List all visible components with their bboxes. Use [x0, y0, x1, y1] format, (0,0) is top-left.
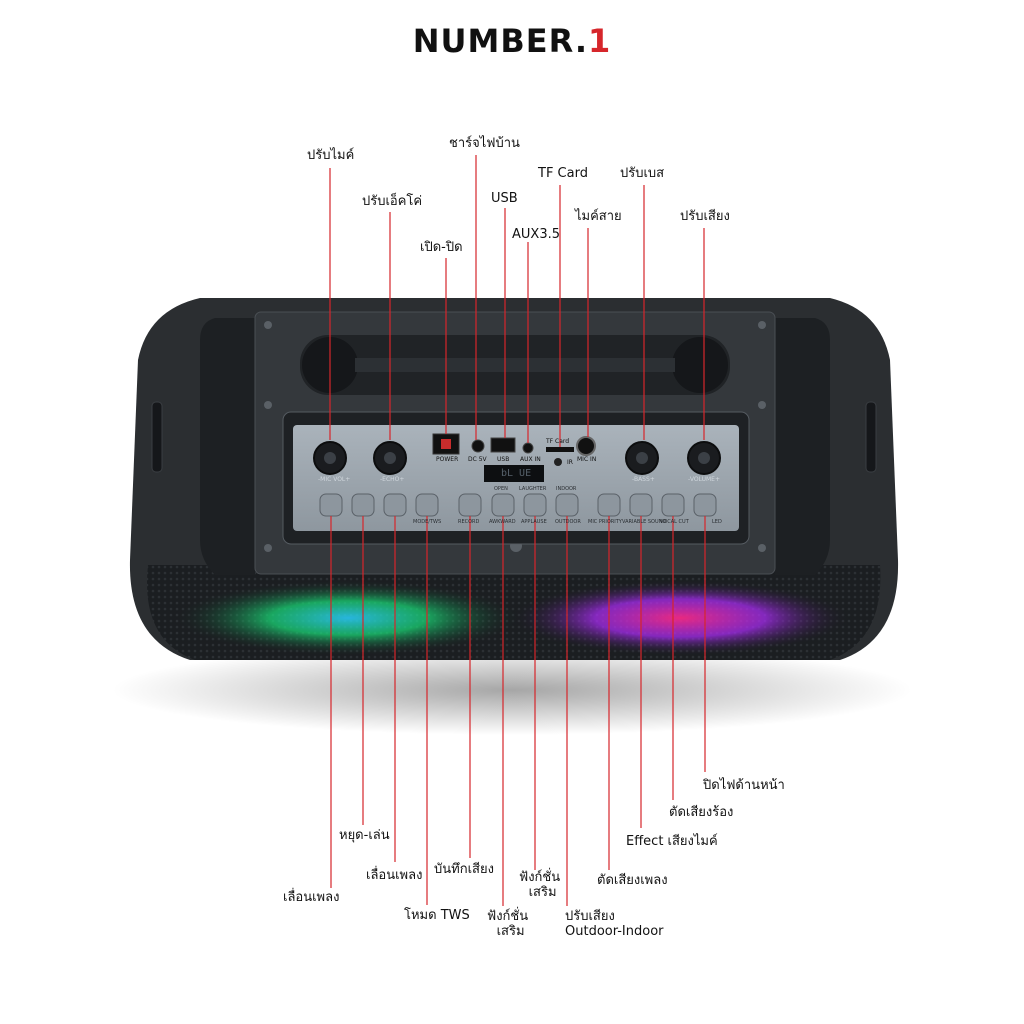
side-recess-right	[775, 318, 830, 575]
label-laughter: LAUGHTER	[519, 486, 547, 492]
callout-play-pause: หยุด-เล่น	[339, 828, 390, 843]
usb-port[interactable]	[490, 437, 516, 453]
callout-bass: ปรับเบส	[620, 166, 665, 181]
callout-mic-priority: ตัดเสียงเพลง	[597, 873, 668, 888]
label-awkward: AWKWARD	[489, 519, 516, 525]
side-recess-left	[200, 318, 255, 575]
side-handle-left	[151, 401, 163, 473]
label-applause: APPLAUSE	[521, 519, 547, 525]
callout-mic-in: ไมค์สาย	[575, 209, 622, 224]
label-mic-in: MIC IN	[577, 456, 597, 463]
callout-mic-volume: ปรับไมค์	[307, 148, 355, 163]
label-outdoor: OUTDOOR	[555, 519, 581, 525]
callout-tf-card: TF Card	[538, 166, 588, 181]
callout-effect-b-line1: ฟังก์ชั่น	[487, 909, 529, 924]
callout-outdoor-indoor: ปรับเสียง Outdoor-Indoor	[565, 909, 664, 939]
callout-effect-a: ฟังก์ชั่น เสริม	[519, 870, 560, 900]
mic-in-port[interactable]	[576, 436, 596, 456]
label-open: OPEN	[494, 486, 508, 492]
label-led: LED	[712, 519, 722, 525]
callout-power: เปิด-ปิด	[420, 240, 463, 255]
dc-port[interactable]	[471, 439, 485, 453]
label-bass: -BASS+	[632, 476, 655, 483]
label-echo: -ECHO+	[380, 476, 405, 483]
power-switch-rocker	[441, 439, 451, 449]
callout-effect-a-line1: ฟังก์ชั่น	[519, 870, 561, 885]
side-handle-right	[865, 401, 877, 473]
callout-effect-a-line2: เสริม	[528, 885, 557, 900]
callout-record: บันทึกเสียง	[434, 862, 494, 877]
label-variable-sound: VARIABLE SOUND	[622, 519, 667, 525]
knob-bass[interactable]	[625, 441, 659, 475]
label-dc: DC 5V	[468, 456, 487, 463]
callout-vocal-cut: ตัดเสียงร้อง	[669, 805, 734, 820]
callout-echo: ปรับเอ็คโค่	[362, 194, 423, 209]
knob-volume[interactable]	[687, 441, 721, 475]
callout-usb: USB	[491, 191, 518, 206]
knob-echo[interactable]	[373, 441, 407, 475]
callout-mode-tws: โหมด TWS	[404, 908, 470, 923]
callout-effect-b: ฟังก์ชั่น เสริม	[487, 909, 528, 939]
label-usb: USB	[497, 456, 510, 463]
callout-aux: AUX3.5	[512, 227, 560, 242]
label-mic-priority: MIC PRIORITY	[588, 519, 622, 525]
label-mode-tws: MODE/TWS	[413, 519, 442, 525]
label-power: POWER	[436, 456, 459, 463]
leader-lines	[329, 155, 706, 906]
led-ring-left	[173, 580, 523, 656]
label-mic-vol: -MIC VOL+	[318, 476, 351, 483]
label-indoor: INDOOR	[556, 486, 577, 492]
brand-logo: NUMBER.1	[0, 22, 1024, 60]
callout-effect-b-line2: เสริม	[496, 924, 525, 939]
label-volume: -VOLUME+	[688, 476, 720, 483]
label-aux: AUX IN	[520, 456, 541, 463]
floor-shadow	[112, 645, 912, 735]
tf-card-slot[interactable]	[546, 447, 574, 452]
callout-prev: เลื่อนเพลง	[283, 890, 340, 905]
knob-mic-vol[interactable]	[313, 441, 347, 475]
label-vocal-cut: VOCAL CUT	[660, 519, 689, 525]
handle-hole-right	[672, 337, 728, 393]
label-record: RECORD	[458, 519, 480, 525]
led-ring-right	[510, 580, 850, 656]
callout-outdoor-line2: Outdoor-Indoor	[565, 924, 664, 939]
callout-led: ปิดไฟด้านหน้า	[703, 778, 785, 793]
ir-sensor	[554, 458, 562, 466]
aux-port[interactable]	[522, 442, 534, 454]
display-text: bL UE	[501, 468, 532, 479]
label-ir: IR	[567, 459, 573, 466]
callout-volume: ปรับเสียง	[680, 209, 730, 224]
callout-dc-charge: ชาร์จไฟบ้าน	[449, 136, 520, 151]
callout-outdoor-line1: ปรับเสียง	[565, 909, 615, 924]
callout-variable-sound: Effect เสียงไมค์	[626, 834, 718, 849]
led-display	[484, 465, 544, 482]
brand-accent: 1	[587, 22, 612, 60]
label-tf: TF Card	[546, 438, 570, 445]
brand-name: NUMBER.	[412, 22, 588, 60]
handle-bar	[355, 358, 675, 372]
callout-next: เลื่อนเพลง	[366, 868, 423, 883]
panel-screws	[264, 321, 766, 552]
